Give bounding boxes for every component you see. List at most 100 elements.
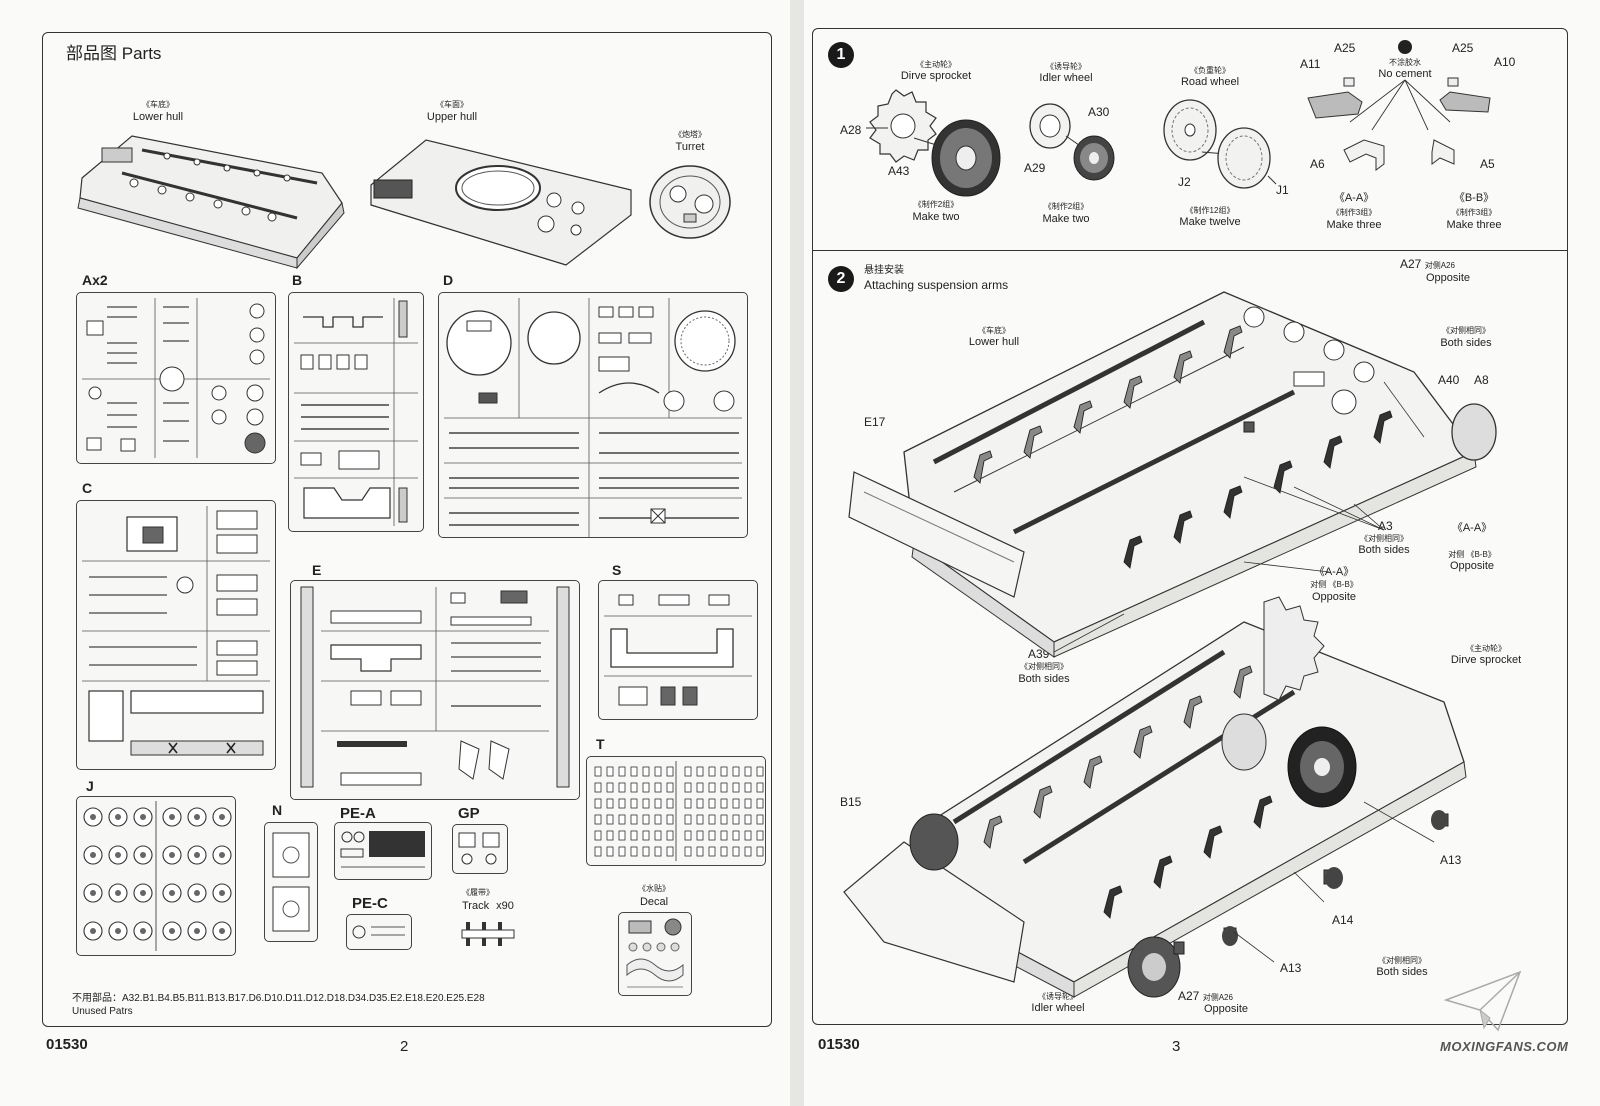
track-cn: 《履带》 — [462, 888, 494, 897]
drive-sprocket-drawing — [866, 89, 1001, 197]
sprue-d — [438, 292, 748, 538]
sprue-s — [598, 580, 758, 720]
page-number-right: 3 — [1172, 1038, 1181, 1055]
road-make-cn: 《制作12组》 — [1185, 206, 1235, 215]
unused-en: Unused Patrs — [72, 1006, 133, 1017]
step1-badge: 1 — [828, 42, 854, 68]
upper-hull-cn: 《车面》 — [436, 100, 468, 109]
s2-aa-mid-opposite: Opposite — [1311, 591, 1357, 603]
sprue-gp — [452, 824, 508, 874]
s2-part-a13-right: A13 — [1440, 853, 1462, 867]
sprue-c — [76, 500, 276, 770]
s2-aa-right-opposite: Opposite — [1449, 560, 1495, 572]
product-code-right: 01530 — [818, 1036, 860, 1053]
part-a29: A29 — [1024, 161, 1046, 175]
aa-make-three: Make three — [1326, 219, 1382, 231]
decal-label: Decal — [639, 896, 669, 908]
part-a43: A43 — [888, 164, 910, 178]
s2-a3-both: Both sides — [1358, 544, 1410, 556]
part-a11: A11 — [1300, 57, 1321, 71]
sprue-gp-label: GP — [458, 805, 480, 822]
part-j1: J1 — [1276, 183, 1289, 197]
parts-title-en: Parts — [121, 44, 162, 63]
no-cement-icon — [1398, 40, 1412, 54]
s2-part-b15: B15 — [840, 795, 862, 809]
page-gutter — [790, 0, 804, 1106]
bb-make-three: Make three — [1446, 219, 1502, 231]
sprue-e — [290, 580, 580, 800]
left-page: 部品图 Parts 《车底》 Lower hull 《车面》 Upper hul… — [0, 0, 790, 1106]
part-a30: A30 — [1088, 105, 1110, 119]
product-code-left: 01530 — [46, 1036, 88, 1053]
part-a25-left: A25 — [1334, 41, 1356, 55]
s2-a3-cn: 《对侧相同》 — [1360, 534, 1408, 543]
turret-drawing — [649, 165, 731, 239]
s2-part-a27-bot: A27 对侧A26 — [1178, 990, 1233, 1003]
road-wheel-label: Road wheel — [1180, 76, 1240, 88]
sprue-j-label: J — [86, 778, 94, 794]
a27-top-num: A27 — [1400, 257, 1422, 271]
step2-title: Attaching suspension arms — [864, 278, 1009, 292]
sprue-ax2 — [76, 292, 276, 464]
suspension-arm-drawing — [1307, 77, 1491, 171]
parts-frame — [42, 32, 772, 1027]
lower-hull-drawing — [77, 135, 345, 270]
s2-both2-cn: 《对侧相同》 — [1378, 956, 1426, 965]
sprue-pec — [346, 914, 412, 950]
s2-lower-hull-cn: 《车底》 — [978, 326, 1010, 335]
sprue-t — [586, 756, 766, 866]
aa-label: 《A-A》 — [1333, 192, 1375, 204]
s2-part-a13-mid: A13 — [1280, 961, 1302, 975]
sprue-b-label: B — [292, 272, 303, 288]
part-a5: A5 — [1480, 157, 1495, 171]
part-a6: A6 — [1310, 157, 1325, 171]
unused-list: A32.B1.B4.B5.B11.B13.B17.D6.D10.D11.D12.… — [122, 993, 485, 1004]
watermark-text: MOXINGFANS.COM — [1440, 1039, 1569, 1054]
s2-a39-both: Both sides — [1018, 673, 1070, 685]
idler-make-two: Make two — [1042, 213, 1090, 225]
drive-sprocket-label: Dirve sprocket — [900, 70, 972, 82]
s2-part-a14: A14 — [1332, 913, 1354, 927]
turret-label: Turret — [675, 141, 705, 153]
step2-title-cn: 悬挂安装 — [864, 265, 904, 276]
page-number-left: 2 — [400, 1038, 409, 1055]
s2-part-a40: A40 — [1438, 373, 1460, 387]
s2-idler-cn: 《诱导轮》 — [1038, 992, 1078, 1001]
track-text: Track — [462, 900, 490, 912]
sprue-s-label: S — [612, 562, 622, 578]
idler-wheel-cn: 《诱导轮》 — [1046, 62, 1086, 71]
track-qty: x90 — [496, 900, 514, 912]
sprue-n — [264, 822, 318, 942]
lower-hull-cn: 《车底》 — [142, 100, 174, 109]
bb-label: 《B-B》 — [1453, 192, 1495, 204]
paper-plane-icon — [1443, 970, 1522, 1032]
a27-bot-num: A27 — [1178, 989, 1200, 1003]
bb-make-cn: 《制作3组》 — [1451, 208, 1497, 217]
part-a10: A10 — [1494, 55, 1516, 69]
track-label: Track x90 — [462, 900, 514, 913]
aa-make-cn: 《制作3组》 — [1331, 208, 1377, 217]
s2-aa-right: 《A-A》 — [1451, 522, 1493, 534]
part-a25-right: A25 — [1452, 41, 1474, 55]
suspension-assembly-drawing — [843, 291, 1497, 998]
drive-make-two: Make two — [912, 211, 960, 223]
s2-part-a27-top: A27 对侧A26 — [1400, 258, 1455, 271]
s2-both-sides-cn: 《对侧相同》 — [1442, 326, 1490, 335]
part-j2: J2 — [1178, 175, 1191, 189]
sprue-pea-label: PE-A — [340, 805, 376, 822]
s2-both2: Both sides — [1376, 966, 1428, 978]
s2-a39-cn: 《对侧相同》 — [1020, 662, 1068, 671]
part-a28: A28 — [840, 123, 862, 137]
sprue-pea — [334, 822, 432, 880]
sprue-c-label: C — [82, 480, 93, 496]
right-page: 1 《主动轮》 Dirve sprocket A28 A43 《制作2组》 Ma… — [804, 0, 1600, 1106]
sprue-ax2-label: Ax2 — [82, 272, 108, 288]
unused-parts: 不用部品：A32.B1.B4.B5.B11.B13.B17.D6.D10.D11… — [72, 992, 485, 1005]
s2-idler-label: Idler wheel — [1031, 1002, 1085, 1014]
a27-bot-cn: 对侧A26 — [1202, 993, 1233, 1002]
s2-a27-top-opposite: Opposite — [1426, 272, 1471, 284]
s2-drive-cn: 《主动轮》 — [1466, 644, 1506, 653]
sprue-b — [288, 292, 424, 532]
drive-sprocket-cn: 《主动轮》 — [916, 60, 956, 69]
parts-title-cn: 部品图 — [66, 44, 117, 63]
